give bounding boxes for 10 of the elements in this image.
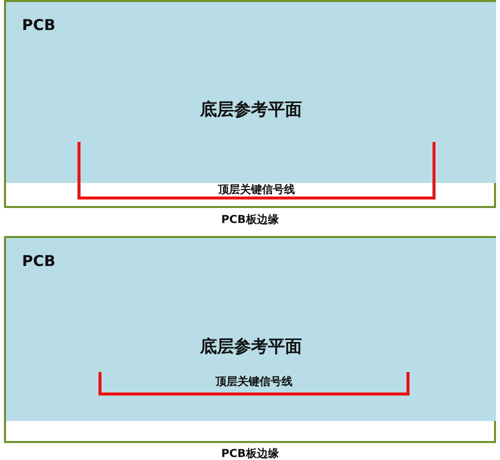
signal-trace — [98, 370, 410, 396]
plane-label: 底层参考平面 — [198, 336, 303, 358]
signal-trace — [77, 140, 436, 200]
edge-caption: PCB板边缘 — [220, 212, 280, 227]
board-label: PCB — [22, 16, 56, 34]
board-label: PCB — [22, 252, 56, 270]
edge-caption: PCB板边缘 — [220, 446, 280, 460]
trace-label: 顶层关键信号线 — [214, 374, 294, 389]
trace-label: 顶层关键信号线 — [216, 182, 296, 197]
plane-label: 底层参考平面 — [198, 98, 303, 121]
